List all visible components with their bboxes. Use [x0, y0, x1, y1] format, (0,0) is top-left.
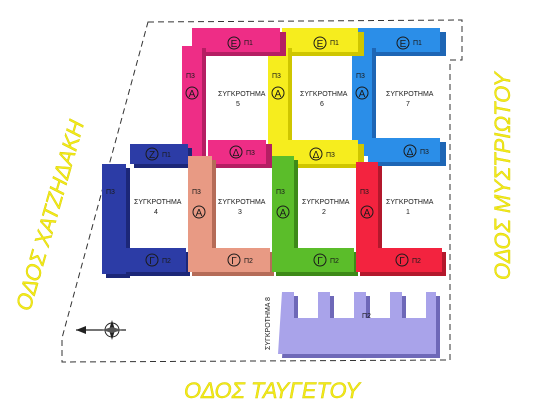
wing-p1-7: Π1: [413, 40, 422, 47]
complex-4-number: 4: [154, 209, 158, 216]
complex-8-wing-p2: Π2: [362, 313, 371, 320]
wing-p3-6: Π3: [272, 73, 281, 80]
circle-a-6: [271, 86, 285, 100]
street-bottom: ΟΔΟΣ ΤΑΥΓΕΤΟΥ: [184, 378, 361, 403]
complex-3: [188, 156, 274, 276]
entrance-e-7: Ε: [400, 39, 407, 50]
circle-z-4: [145, 147, 159, 161]
wing-p3-5: Π3: [186, 73, 195, 80]
wing-d-5: Δ: [233, 148, 240, 159]
wing-p3-1: Π3: [360, 189, 369, 196]
wing-d-p3-5: Π3: [246, 150, 255, 157]
wing-p3-3: Π3: [192, 189, 201, 196]
street-right: ΟΔΟΣ ΜΥΣΤΡΙΩΤΟΥ: [490, 71, 515, 280]
complex-7-number: 7: [406, 101, 410, 108]
complex-1-label: ΣΥΓΚΡΟΤΗΜΑ: [386, 199, 434, 206]
wing-a-2: Α: [280, 208, 287, 219]
wing-a-6: Α: [275, 89, 282, 100]
complex-8: [278, 292, 440, 358]
wing-a-1: Α: [364, 208, 371, 219]
circle-e-7: [396, 36, 410, 50]
circle-a-3: [192, 205, 206, 219]
wing-g-2: Γ: [317, 256, 323, 267]
complex-5-label: ΣΥΓΚΡΟΤΗΜΑ: [218, 91, 266, 98]
wing-p3-4: Π3: [106, 189, 115, 196]
wing-z-4: Ζ: [149, 150, 155, 161]
wing-g-1: Γ: [399, 256, 405, 267]
wing-a-5: Α: [189, 89, 196, 100]
complex-5: [182, 28, 286, 168]
wing-a-7: Α: [359, 89, 366, 100]
circle-g-4: [145, 253, 159, 267]
complex-6-number: 6: [320, 101, 324, 108]
circle-d-6: [309, 147, 323, 161]
wing-z-p1-4: Π1: [162, 152, 171, 159]
complex-1: [356, 162, 446, 276]
street-left: ΟΔΟΣ ΧΑΤΖΗΔΑΚΗ: [11, 117, 89, 313]
complex-2-label: ΣΥΓΚΡΟΤΗΜΑ: [302, 199, 350, 206]
wing-g-p2-4: Π2: [162, 258, 171, 265]
circle-g-3: [227, 253, 241, 267]
wing-d-p3-7: Π3: [420, 149, 429, 156]
compass-rose-icon: [76, 320, 126, 340]
circle-g-1: [395, 253, 409, 267]
complex-4: [102, 144, 192, 278]
wing-p3-2: Π3: [276, 189, 285, 196]
complex-3-label: ΣΥΓΚΡΟΤΗΜΑ: [218, 199, 266, 206]
circle-d-5: [229, 145, 243, 159]
wing-g-p2-3: Π2: [244, 258, 253, 265]
wing-g-p2-1: Π2: [412, 258, 421, 265]
wing-p1-6: Π1: [330, 40, 339, 47]
wing-g-p2-2: Π2: [330, 258, 339, 265]
site-boundary: [61, 19, 463, 363]
complex-5-number: 5: [236, 101, 240, 108]
entrance-e-5: Ε: [231, 39, 238, 50]
complex-7-label: ΣΥΓΚΡΟΤΗΜΑ: [386, 91, 434, 98]
wing-d-7: Δ: [407, 147, 414, 158]
circle-a-5: [185, 86, 199, 100]
complex-1-number: 1: [406, 209, 410, 216]
wing-p3-7: Π3: [356, 73, 365, 80]
wing-d-6: Δ: [313, 150, 320, 161]
entrance-e-6: Ε: [317, 39, 324, 50]
wing-g-4: Γ: [149, 256, 155, 267]
complex-6-label: ΣΥΓΚΡΟΤΗΜΑ: [300, 91, 348, 98]
circle-a-1: [360, 205, 374, 219]
circle-d-7: [403, 144, 417, 158]
circle-e-6: [313, 36, 327, 50]
wing-a-3: Α: [196, 208, 203, 219]
complex-8-label: ΣΥΓΚΡΟΤΗΜΑ 8: [265, 297, 272, 350]
complex-2-number: 2: [322, 209, 326, 216]
circle-a-2: [276, 205, 290, 219]
wing-g-3: Γ: [231, 256, 237, 267]
wing-d-p3-6: Π3: [326, 152, 335, 159]
complex-2: [272, 156, 358, 276]
wing-p1-5: Π1: [244, 40, 253, 47]
circle-e-5: [227, 36, 241, 50]
circle-a-7: [355, 86, 369, 100]
circle-g-2: [313, 253, 327, 267]
complex-4-label: ΣΥΓΚΡΟΤΗΜΑ: [134, 199, 182, 206]
complex-3-number: 3: [238, 209, 242, 216]
